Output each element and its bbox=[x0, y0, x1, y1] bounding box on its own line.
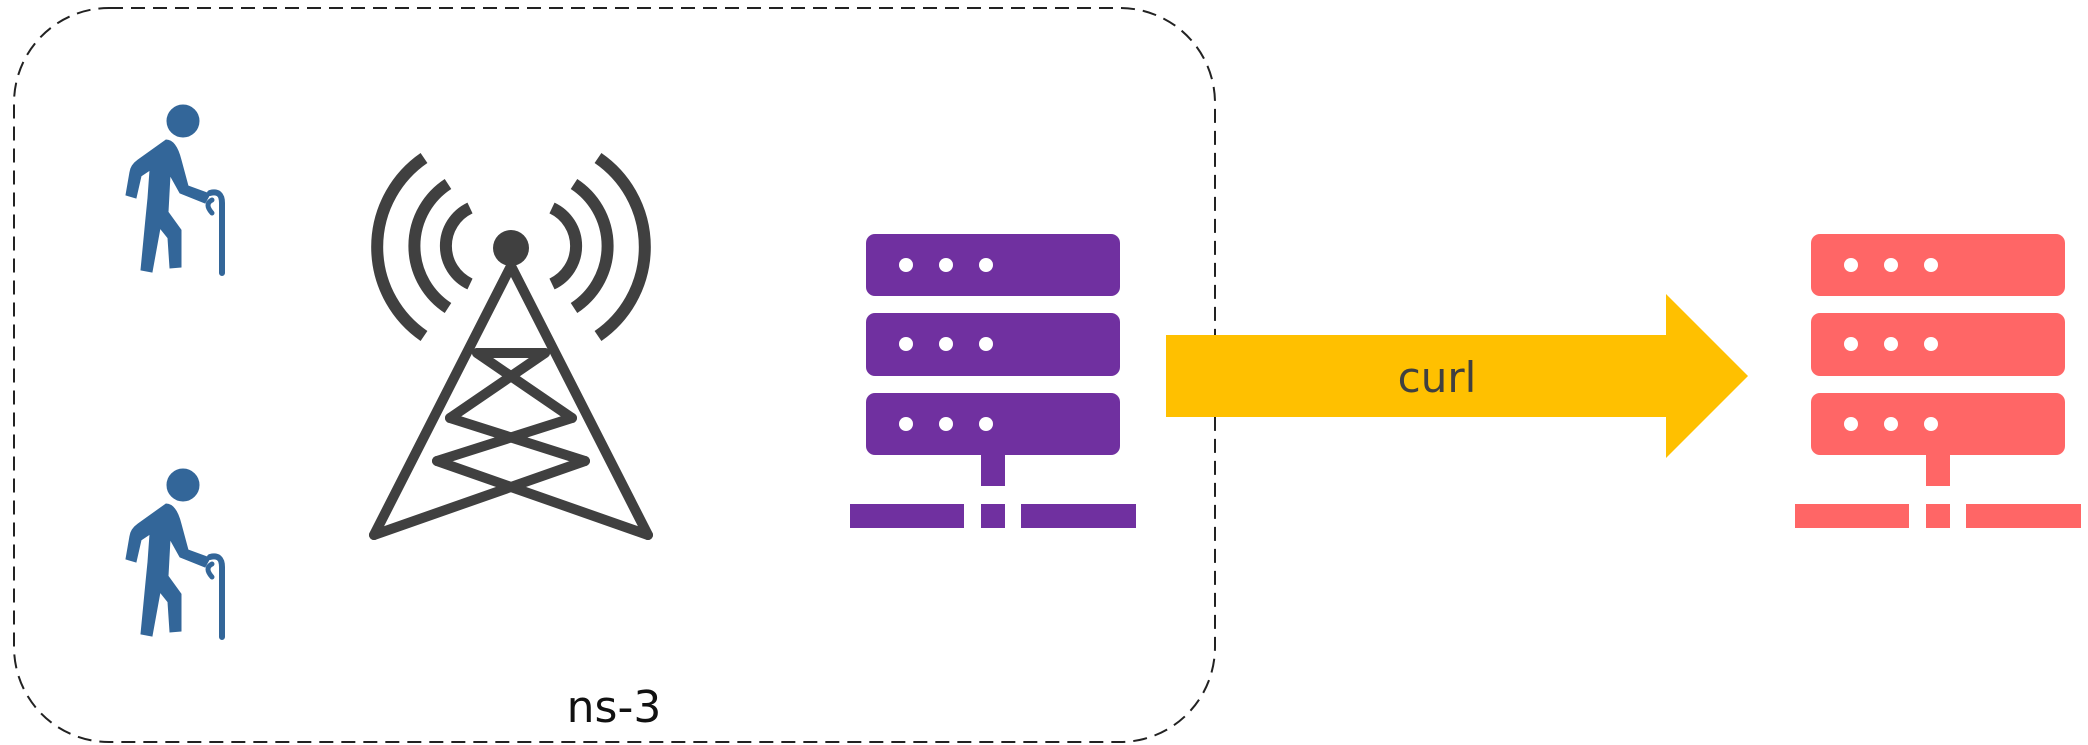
remote-server-icon bbox=[1795, 234, 2081, 528]
local-server-icon bbox=[850, 234, 1136, 528]
group-label: ns-3 bbox=[567, 682, 662, 733]
elderly-person-icon bbox=[126, 105, 222, 273]
curl-arrow: curl bbox=[1166, 294, 1748, 458]
cell-tower-icon bbox=[369, 153, 653, 540]
arrow-label: curl bbox=[1398, 353, 1477, 402]
elderly-person-icon bbox=[126, 469, 222, 637]
